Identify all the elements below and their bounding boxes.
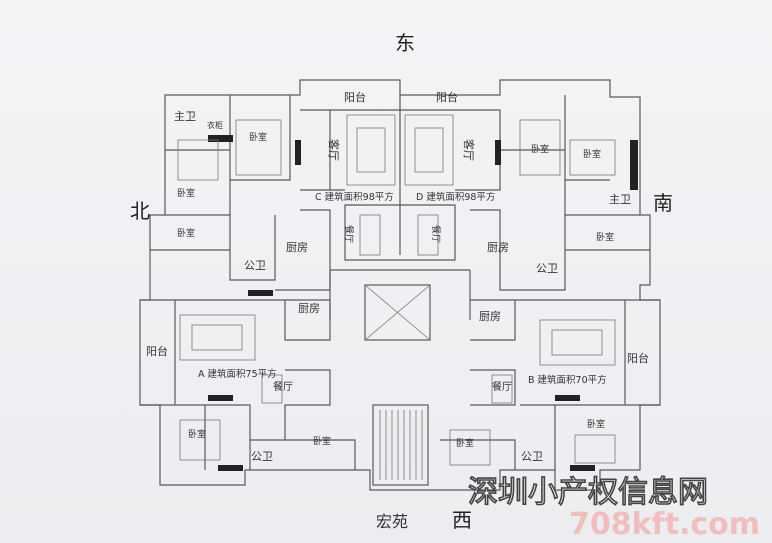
label-balcony-a: 阳台 xyxy=(146,344,168,358)
label-wardrobe: 衣柜 xyxy=(207,120,223,130)
label-kitchen-b: 厨房 xyxy=(479,310,501,323)
label-dining-b: 餐厅 xyxy=(492,380,512,393)
compass-east: 东 xyxy=(395,31,415,55)
label-bedroom-c1: 卧室 xyxy=(249,131,267,143)
label-balcony-c: 阳台 xyxy=(344,90,366,104)
label-living-c: 客厅 xyxy=(327,139,341,161)
unit-d-area: D 建筑面积98平方 xyxy=(416,191,495,203)
label-public-bath-b: 公卫 xyxy=(521,450,543,463)
label-bedroom-b2: 卧室 xyxy=(587,418,605,430)
label-bedroom-b1: 卧室 xyxy=(456,437,474,449)
unit-b-area: B 建筑面积70平方 xyxy=(528,374,607,386)
sofa-set-b xyxy=(539,319,616,366)
complex-name: 宏苑 xyxy=(376,512,408,531)
label-public-bath-a: 公卫 xyxy=(251,450,273,463)
label-bedroom-c2: 卧室 xyxy=(177,187,195,199)
unit-c-area: C 建筑面积98平方 xyxy=(315,191,394,203)
label-master-bath-d: 主卫 xyxy=(609,193,631,206)
label-kitchen-d: 厨房 xyxy=(487,241,509,254)
label-balcony-d: 阳台 xyxy=(436,90,458,104)
watermark-url: 708kft.com xyxy=(569,507,760,542)
sofa-set-a xyxy=(179,314,256,361)
label-balcony-b: 阳台 xyxy=(627,351,649,365)
beds xyxy=(177,119,616,466)
label-bedroom-d2: 卧室 xyxy=(583,148,601,160)
compass-west: 西 xyxy=(452,508,472,532)
compass-south: 南 xyxy=(653,191,673,215)
unit-a-area: A 建筑面积75平方 xyxy=(198,368,277,380)
watermark-title: 深圳小产权信息网 xyxy=(468,475,708,510)
label-dining-a: 餐厅 xyxy=(273,380,293,393)
label-bedroom-d3: 卧室 xyxy=(596,231,614,243)
label-bedroom-a1: 卧室 xyxy=(188,428,206,440)
label-dining-c: 餐厅 xyxy=(343,225,355,243)
label-bedroom-a2: 卧室 xyxy=(313,435,331,447)
label-kitchen-c: 厨房 xyxy=(286,241,308,254)
label-public-bath-d: 公卫 xyxy=(536,262,558,275)
sofa-set-c xyxy=(346,114,396,186)
compass-north: 北 xyxy=(130,199,150,223)
windows xyxy=(208,135,638,471)
label-public-bath-c: 公卫 xyxy=(244,259,266,272)
label-bedroom-d1: 卧室 xyxy=(531,143,549,155)
label-kitchen-a: 厨房 xyxy=(298,302,320,315)
label-master-bath-c: 主卫 xyxy=(174,110,196,123)
label-dining-d: 餐厅 xyxy=(430,225,442,243)
label-living-d: 客厅 xyxy=(462,139,476,161)
sofa-set-d xyxy=(404,114,454,186)
label-bedroom-c3: 卧室 xyxy=(177,227,195,239)
dining-tables xyxy=(261,214,513,404)
